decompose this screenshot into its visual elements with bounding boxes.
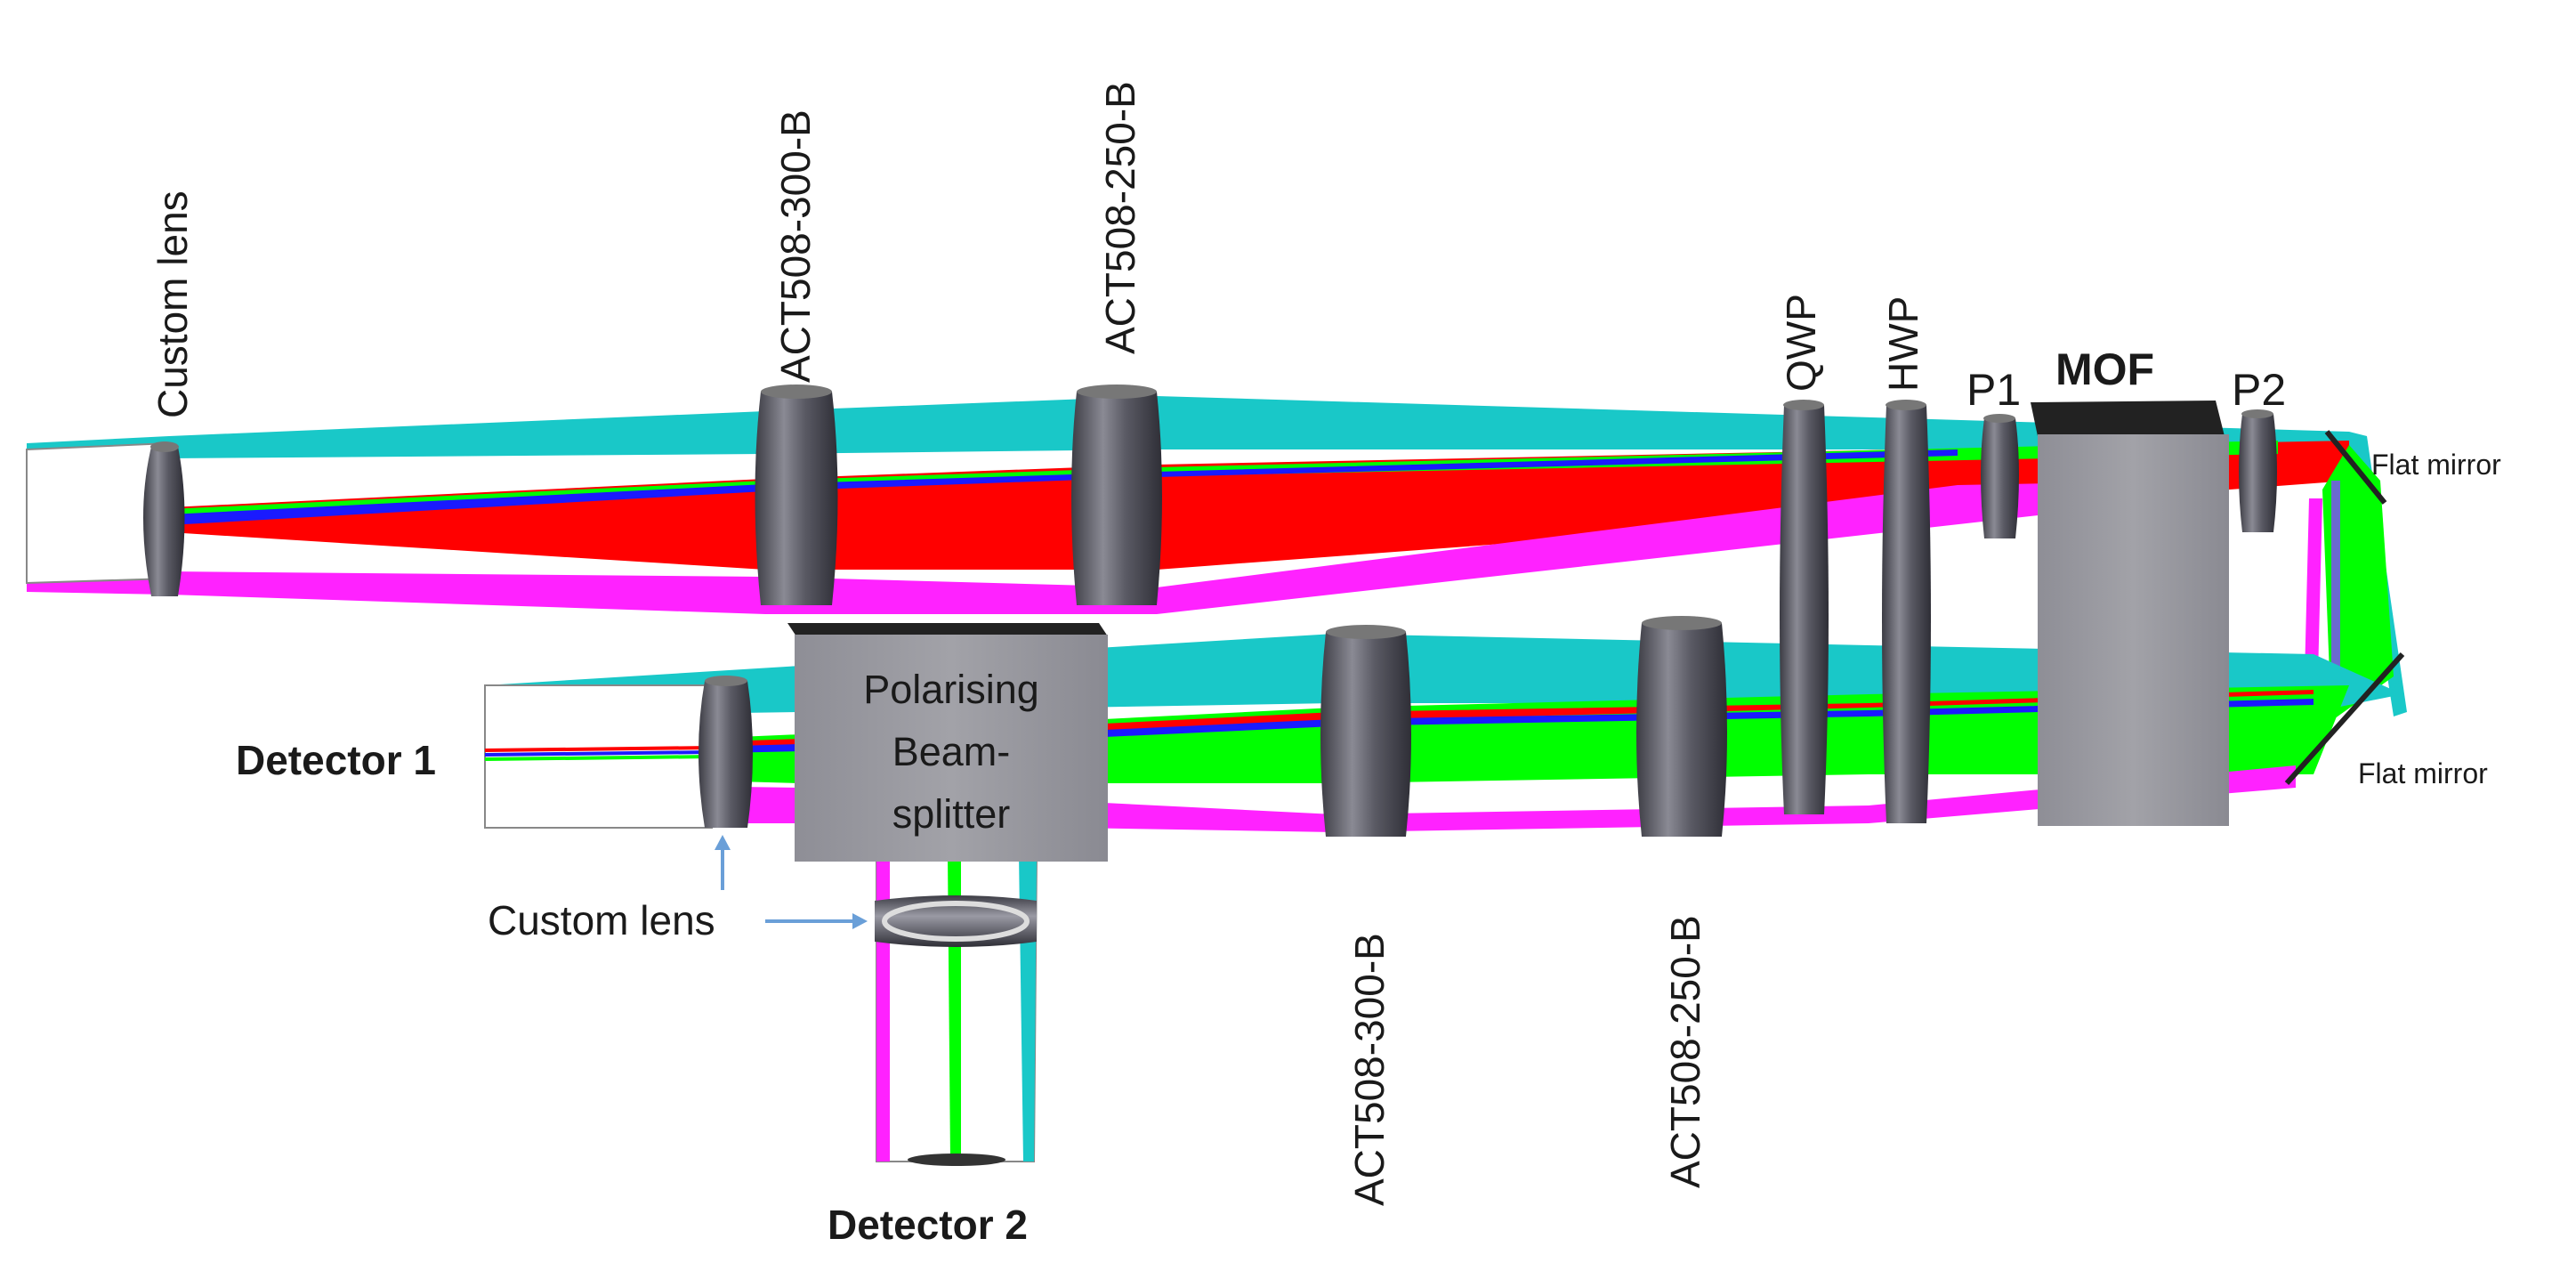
label-detector2: Detector 2 [828, 1202, 1028, 1248]
detector2-aperture [908, 1154, 1005, 1166]
label-pbs-line1: Polarising [863, 667, 1039, 712]
label-p1: P1 [1966, 365, 2021, 415]
upper-act508-250-lens [1071, 385, 1162, 605]
label-custom-lens-top: Custom lens [149, 190, 196, 418]
label-pbs-line2: Beam- [892, 729, 1011, 774]
polarising-beamsplitter [787, 623, 1108, 862]
p1-polarizer [1981, 414, 2019, 538]
label-mof: MOF [2055, 344, 2154, 394]
detector2-custom-lens [875, 895, 1037, 947]
label-act508-300-top: ACT508-300-B [772, 109, 819, 383]
upper-cyan-ray [27, 396, 2367, 458]
qwp-waveplate [1780, 400, 1829, 814]
label-p2: P2 [2232, 365, 2286, 415]
label-flat-mirror-bottom: Flat mirror [2358, 757, 2488, 789]
upper-act508-300-lens [755, 385, 838, 605]
custom-lens-arrows [715, 835, 868, 929]
label-pbs-line3: splitter [892, 791, 1011, 837]
upper-magenta-ray [27, 481, 2189, 614]
lower-act508-300-lens [1320, 625, 1411, 837]
label-hwp: HWP [1880, 296, 1926, 392]
right-return-path [2305, 432, 2407, 721]
label-act508-250-bottom: ACT508-250-B [1662, 915, 1708, 1188]
upper-custom-lens [143, 441, 185, 596]
mof-box [2031, 401, 2229, 826]
p2-polarizer [2239, 409, 2277, 532]
upper-blue-ray [27, 449, 1958, 527]
label-act508-250-top: ACT508-250-B [1097, 81, 1143, 354]
upper-red-ray [27, 441, 2349, 570]
return-blue-ray [2331, 481, 2340, 676]
label-act508-300-bottom: ACT508-300-B [1346, 933, 1393, 1206]
label-flat-mirror-top: Flat mirror [2371, 449, 2501, 481]
upper-beam-path [26, 396, 2367, 614]
flat-mirror-top [2324, 430, 2387, 505]
label-detector1: Detector 1 [236, 737, 436, 783]
lower-custom-lens [699, 676, 753, 828]
return-magenta-ray [2305, 498, 2322, 676]
label-qwp: QWP [1778, 294, 1824, 392]
flat-mirror-bottom [2284, 652, 2405, 786]
lower-act508-250-lens [1636, 616, 1727, 837]
hwp-waveplate [1882, 400, 1931, 823]
label-custom-lens-bottom: Custom lens [488, 897, 715, 943]
